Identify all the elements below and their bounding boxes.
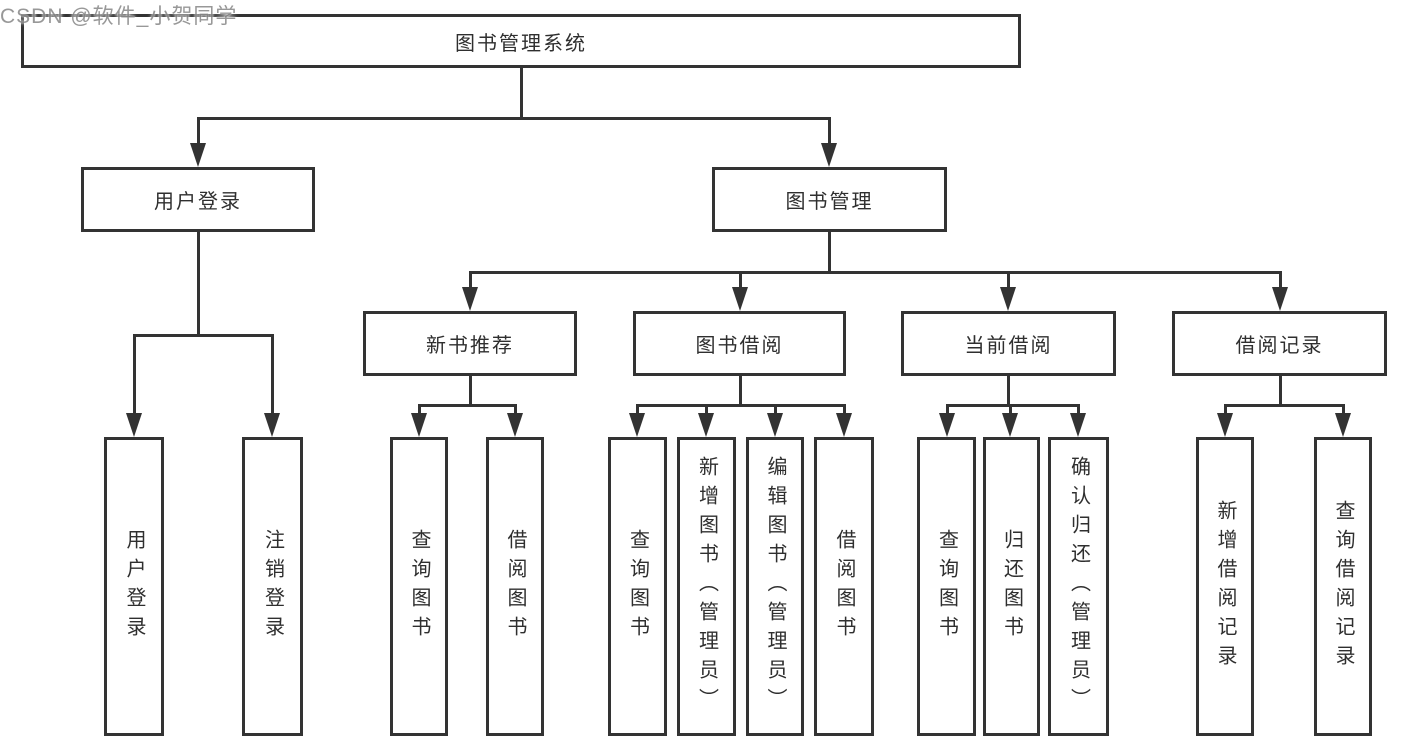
connector-line	[468, 376, 472, 407]
node-leaf-return-books-label: 归还图书	[1000, 528, 1023, 645]
connector-line	[196, 116, 831, 120]
connector-line	[132, 335, 136, 419]
node-book-management: 图书管理	[712, 167, 947, 232]
node-leaf-query-books-current-label: 查询图书	[935, 528, 958, 645]
node-new-book-recommend: 新书推荐	[363, 311, 577, 376]
node-leaf-query-books-current: 查询图书	[917, 437, 976, 736]
connector-line	[513, 405, 517, 419]
arrow-down-icon	[732, 287, 748, 311]
node-leaf-add-books-admin: 新增图书（管理员）	[677, 437, 736, 736]
connector-line	[132, 333, 274, 337]
node-leaf-add-borrow-record-label: 新增借阅记录	[1214, 499, 1236, 674]
node-leaf-logout-label: 注销登录	[261, 528, 284, 645]
node-book-management-label: 图书管理	[785, 191, 874, 213]
connector-line	[842, 405, 846, 419]
arrow-down-icon	[629, 413, 645, 437]
connector-line	[1278, 272, 1282, 293]
node-leaf-add-books-admin-label: 新增图书（管理员）	[695, 456, 718, 717]
arrow-down-icon	[462, 287, 478, 311]
arrow-down-icon	[126, 413, 142, 437]
node-leaf-query-books-borrowing-label: 查询图书	[626, 528, 649, 645]
connector-line	[635, 405, 639, 419]
arrow-down-icon	[821, 143, 837, 167]
connector-line	[1076, 405, 1080, 419]
connector-line	[738, 376, 742, 407]
connector-line	[1006, 272, 1010, 293]
connector-line	[519, 68, 523, 120]
arrow-down-icon	[939, 413, 955, 437]
node-current-borrowing: 当前借阅	[901, 311, 1116, 376]
node-leaf-confirm-return-admin: 确认归还（管理员）	[1048, 437, 1109, 736]
arrow-down-icon	[1000, 287, 1016, 311]
node-leaf-query-books-recommend-label: 查询图书	[408, 528, 430, 645]
connector-line	[1006, 376, 1010, 407]
arrow-down-icon	[1217, 413, 1233, 437]
node-leaf-borrow-books-borrowing-label: 借阅图书	[833, 528, 855, 645]
node-leaf-borrow-books-recommend-label: 借阅图书	[504, 528, 526, 645]
node-root: 图书管理系统	[21, 14, 1021, 68]
node-leaf-borrow-books-borrowing: 借阅图书	[814, 437, 874, 736]
connector-line	[196, 118, 200, 149]
arrow-down-icon	[264, 413, 280, 437]
connector-line	[417, 403, 517, 407]
connector-line	[270, 335, 274, 419]
node-borrowing-records-label: 借阅记录	[1235, 335, 1324, 357]
arrow-down-icon	[767, 413, 783, 437]
connector-line	[945, 405, 949, 419]
node-root-label: 图书管理系统	[455, 32, 587, 55]
connector-line	[1008, 405, 1012, 419]
connector-line	[738, 272, 742, 293]
connector-line	[1278, 376, 1282, 407]
node-user-login-label: 用户登录	[154, 191, 242, 213]
node-leaf-query-books-borrowing: 查询图书	[608, 437, 667, 736]
node-borrowing-records: 借阅记录	[1172, 311, 1387, 376]
arrow-down-icon	[1335, 413, 1351, 437]
node-leaf-user-login: 用户登录	[104, 437, 164, 736]
node-leaf-edit-books-admin: 编辑图书（管理员）	[746, 437, 804, 736]
node-leaf-query-borrow-record-label: 查询借阅记录	[1332, 499, 1354, 674]
connector-line	[468, 270, 1282, 274]
node-user-login: 用户登录	[81, 167, 315, 232]
arrow-down-icon	[698, 413, 714, 437]
connector-line	[704, 405, 708, 419]
connector-line	[196, 232, 200, 337]
connector-line	[468, 272, 472, 293]
arrow-down-icon	[190, 143, 206, 167]
node-book-borrowing-label: 图书借阅	[695, 335, 784, 357]
node-leaf-return-books: 归还图书	[983, 437, 1040, 736]
node-leaf-add-borrow-record: 新增借阅记录	[1196, 437, 1254, 736]
node-book-borrowing: 图书借阅	[633, 311, 846, 376]
connector-line	[417, 405, 421, 419]
node-leaf-query-borrow-record: 查询借阅记录	[1314, 437, 1372, 736]
arrow-down-icon	[411, 413, 427, 437]
arrow-down-icon	[507, 413, 523, 437]
node-leaf-query-books-recommend: 查询图书	[390, 437, 448, 736]
connector-line	[773, 405, 777, 419]
connector-line	[1341, 405, 1345, 419]
connector-line	[1223, 405, 1227, 419]
arrow-down-icon	[1002, 413, 1018, 437]
node-new-book-recommend-label: 新书推荐	[426, 335, 514, 357]
node-leaf-edit-books-admin-label: 编辑图书（管理员）	[764, 456, 786, 717]
arrow-down-icon	[1272, 287, 1288, 311]
arrow-down-icon	[1070, 413, 1086, 437]
connector-line	[945, 403, 1080, 407]
node-current-borrowing-label: 当前借阅	[964, 335, 1053, 357]
watermark: CSDN @软件_小贺同学	[0, 5, 238, 28]
connector-line	[635, 403, 846, 407]
connector-line	[1223, 403, 1345, 407]
arrow-down-icon	[836, 413, 852, 437]
connector-line	[827, 118, 831, 149]
node-leaf-user-login-label: 用户登录	[123, 528, 145, 645]
node-leaf-borrow-books-recommend: 借阅图书	[486, 437, 544, 736]
node-leaf-confirm-return-admin-label: 确认归还（管理员）	[1067, 456, 1090, 717]
connector-line	[827, 232, 831, 274]
node-leaf-logout: 注销登录	[242, 437, 303, 736]
